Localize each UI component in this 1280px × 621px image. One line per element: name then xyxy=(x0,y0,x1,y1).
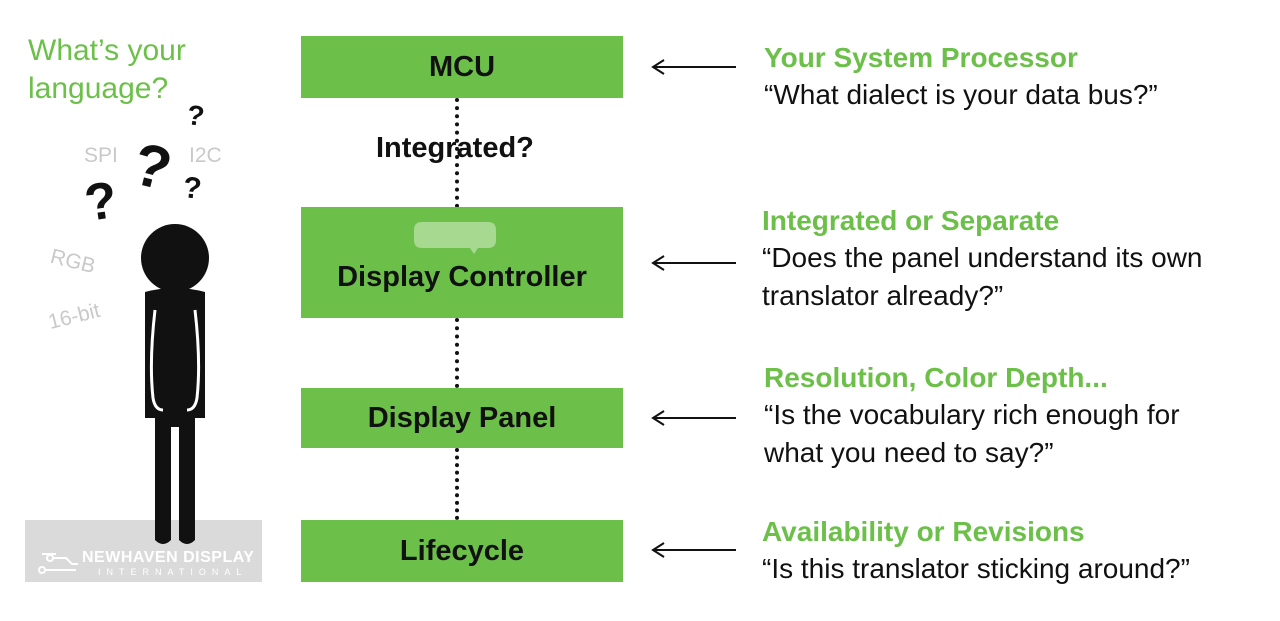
bus-term-16bit: 16-bit xyxy=(45,299,103,335)
bus-term-rgb: RGB xyxy=(48,244,98,279)
display-panel-box: Display Panel xyxy=(301,388,623,448)
description-quote: “What dialect is your data bus?” xyxy=(764,79,1158,110)
description-quote: what you need to say?” xyxy=(764,437,1054,468)
question-mark-icon: ? xyxy=(126,129,179,204)
left-arrow-icon xyxy=(651,59,736,75)
language-question-line-1: What’s your xyxy=(28,34,186,67)
integrated-label: Integrated? xyxy=(376,132,534,164)
description-heading: Availability or Revisions xyxy=(762,516,1085,547)
mcu-box: MCU xyxy=(301,36,623,98)
description-heading: Your System Processor xyxy=(764,42,1078,73)
connector-line xyxy=(455,98,459,208)
language-question-line-2: language? xyxy=(28,72,169,105)
speech-bubble-icon xyxy=(414,222,496,254)
description-heading: Resolution, Color Depth... xyxy=(764,362,1108,393)
question-mark-icon: ? xyxy=(81,171,121,233)
description-resolution: Resolution, Color Depth... “Is the vocab… xyxy=(764,360,1274,472)
language-question: What’s your language? xyxy=(28,32,288,108)
left-arrow-icon xyxy=(651,410,736,426)
connector-line xyxy=(455,448,459,520)
display-controller-label: Display Controller xyxy=(337,261,587,293)
logo-background xyxy=(25,520,262,582)
description-quote: “Is the vocabulary rich enough for xyxy=(764,399,1180,430)
lifecycle-box: Lifecycle xyxy=(301,520,623,582)
bus-term-spi: SPI xyxy=(84,144,118,167)
description-quote: “Does the panel understand its own xyxy=(762,242,1203,273)
description-quote: “Is this translator sticking around?” xyxy=(762,553,1190,584)
connector-line xyxy=(455,318,459,388)
lifecycle-label: Lifecycle xyxy=(399,534,525,567)
circuit-logo-icon xyxy=(38,553,78,574)
left-arrow-icon xyxy=(651,542,736,558)
description-heading: Integrated or Separate xyxy=(762,205,1060,236)
bus-term-i2c: I2C xyxy=(189,144,222,167)
description-system-processor: Your System Processor “What dialect is y… xyxy=(764,40,1274,114)
logo-name: NEWHAVEN DISPLAY xyxy=(82,549,255,566)
question-mark-icon: ? xyxy=(181,171,204,206)
description-integrated-or-separate: Integrated or Separate “Does the panel u… xyxy=(762,203,1272,315)
display-panel-label: Display Panel xyxy=(367,401,557,434)
description-quote: translator already?” xyxy=(762,280,1004,311)
mcu-label: MCU xyxy=(428,50,496,83)
description-availability: Availability or Revisions “Is this trans… xyxy=(762,514,1272,588)
left-arrow-icon xyxy=(651,255,736,271)
question-mark-icon: ? xyxy=(184,98,207,133)
logo-subtitle: INTERNATIONAL xyxy=(98,567,248,577)
person-silhouette-icon xyxy=(141,224,209,544)
